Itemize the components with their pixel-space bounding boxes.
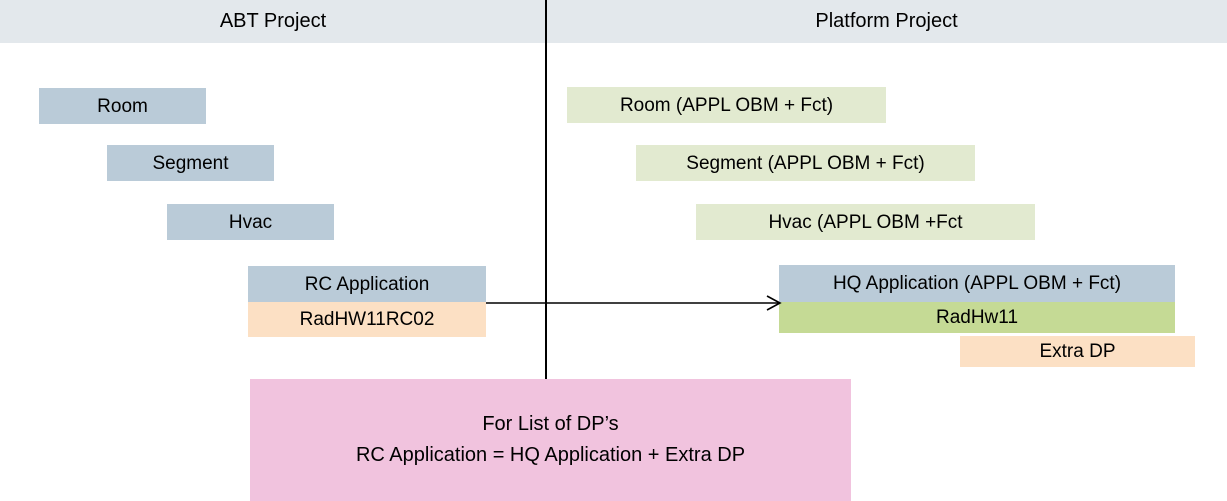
platform-box-room[interactable]: Room (APPL OBM + Fct) [567, 87, 886, 123]
abt-project-column-header: ABT Project [219, 10, 327, 32]
platform-box-extra-dp[interactable]: Extra DP [960, 336, 1195, 367]
platform-project-column-header: Platform Project [815, 10, 958, 32]
abt-box-rc-application[interactable]: RC Application [248, 266, 486, 302]
platform-box-hvac[interactable]: Hvac (APPL OBM +Fct [696, 204, 1035, 240]
column-header-band [0, 0, 1227, 43]
summary-line-1: For List of DP’s [482, 413, 619, 435]
summary-panel: For List of DP’s RC Application = HQ App… [250, 379, 851, 501]
abt-box-room[interactable]: Room [39, 88, 206, 124]
summary-line-2: RC Application = HQ Application + Extra … [355, 444, 746, 466]
abt-box-hvac[interactable]: Hvac [167, 204, 334, 240]
abt-box-radhw11rc02[interactable]: RadHW11RC02 [248, 302, 486, 337]
platform-box-segment[interactable]: Segment (APPL OBM + Fct) [636, 145, 975, 181]
arrow-icon [486, 295, 782, 311]
abt-box-segment[interactable]: Segment [107, 145, 274, 181]
column-divider [545, 0, 547, 379]
platform-box-radhw11[interactable]: RadHw11 [779, 302, 1175, 333]
rc-to-hq-arrow [486, 292, 782, 314]
platform-box-hq-application[interactable]: HQ Application (APPL OBM + Fct) [779, 265, 1175, 302]
